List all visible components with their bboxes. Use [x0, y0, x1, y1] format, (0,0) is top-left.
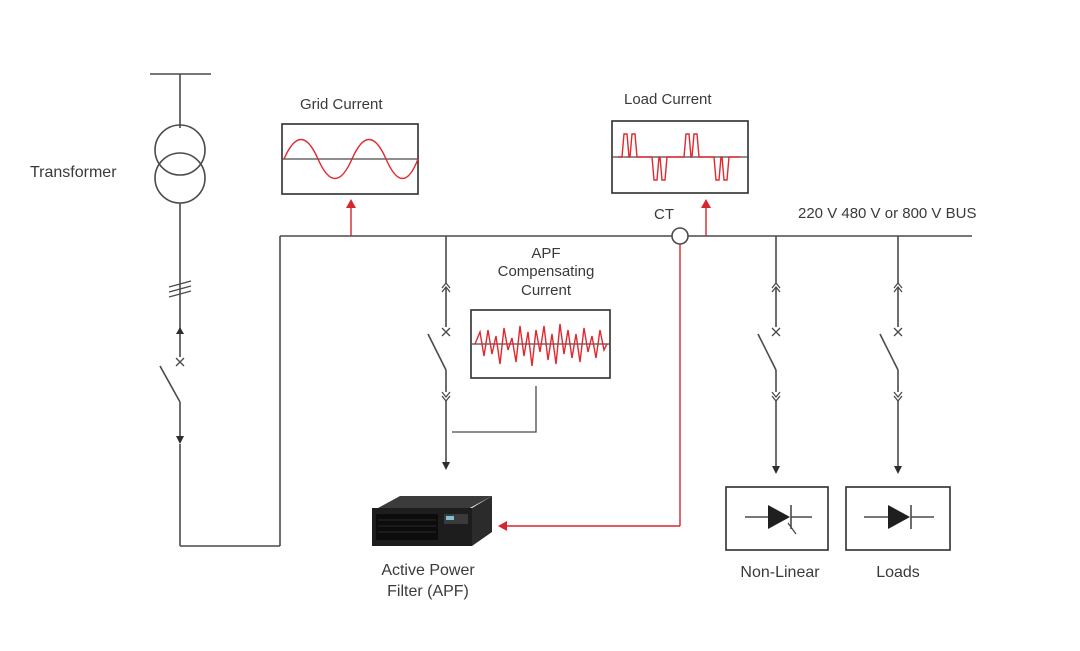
nonlinear-branch — [757, 236, 781, 474]
transformer-feeder — [150, 73, 281, 547]
loads-label: Loads — [876, 564, 920, 581]
load-current-wave — [618, 133, 740, 181]
ld-double-arrow-down-icon — [893, 391, 903, 403]
transformer-icon — [154, 124, 206, 204]
grid-sense-arrow-icon — [346, 199, 356, 208]
arrow-up-icon — [176, 327, 184, 334]
apf-breaker-icon — [427, 327, 451, 371]
ld-double-arrow-up-icon — [893, 281, 903, 293]
apf-comp-label-3: Current — [521, 282, 572, 299]
nl-double-arrow-down-icon — [771, 391, 781, 403]
ct-label: CT — [654, 206, 674, 223]
ld-breaker-icon — [879, 327, 903, 371]
apf-label-1: Active Power — [381, 562, 475, 579]
nl-breaker-icon — [757, 327, 781, 371]
ct-icon — [671, 227, 689, 245]
nl-feed-arrow-icon — [772, 466, 780, 474]
apf-branch — [427, 236, 451, 470]
apf-unit-icon — [372, 496, 492, 546]
apf-comp-connector — [452, 386, 537, 433]
ld-feed-arrow-icon — [894, 466, 902, 474]
apf-comp-wave — [474, 323, 608, 367]
grid-current-title: Grid Current — [300, 96, 383, 113]
apf-comp-label-1: APF — [531, 245, 560, 262]
grid-current-wave — [283, 139, 419, 179]
bus-label: 220 V 480 V or 800 V BUS — [798, 205, 976, 222]
apf-comp-label-2: Compensating — [498, 263, 595, 280]
breaker-icon — [159, 357, 185, 403]
apf-double-arrow-down-icon — [441, 391, 451, 403]
three-phase-mark-icon — [168, 280, 192, 298]
apf-feed-arrow-icon — [442, 462, 450, 470]
apf-label-2: Filter (APF) — [387, 583, 469, 600]
nl-double-arrow-up-icon — [771, 281, 781, 293]
diode-icon — [864, 505, 934, 529]
thyristor-icon — [745, 505, 812, 535]
apf-double-arrow-up-icon — [441, 281, 451, 293]
loads-branch — [879, 236, 903, 474]
nonlinear-label: Non-Linear — [740, 564, 820, 581]
ct-signal-arrow-icon — [498, 521, 507, 531]
arrow-down-icon — [176, 436, 184, 444]
transformer-label: Transformer — [30, 164, 117, 181]
load-current-title: Load Current — [624, 91, 712, 108]
load-sense-arrow-icon — [701, 199, 711, 208]
